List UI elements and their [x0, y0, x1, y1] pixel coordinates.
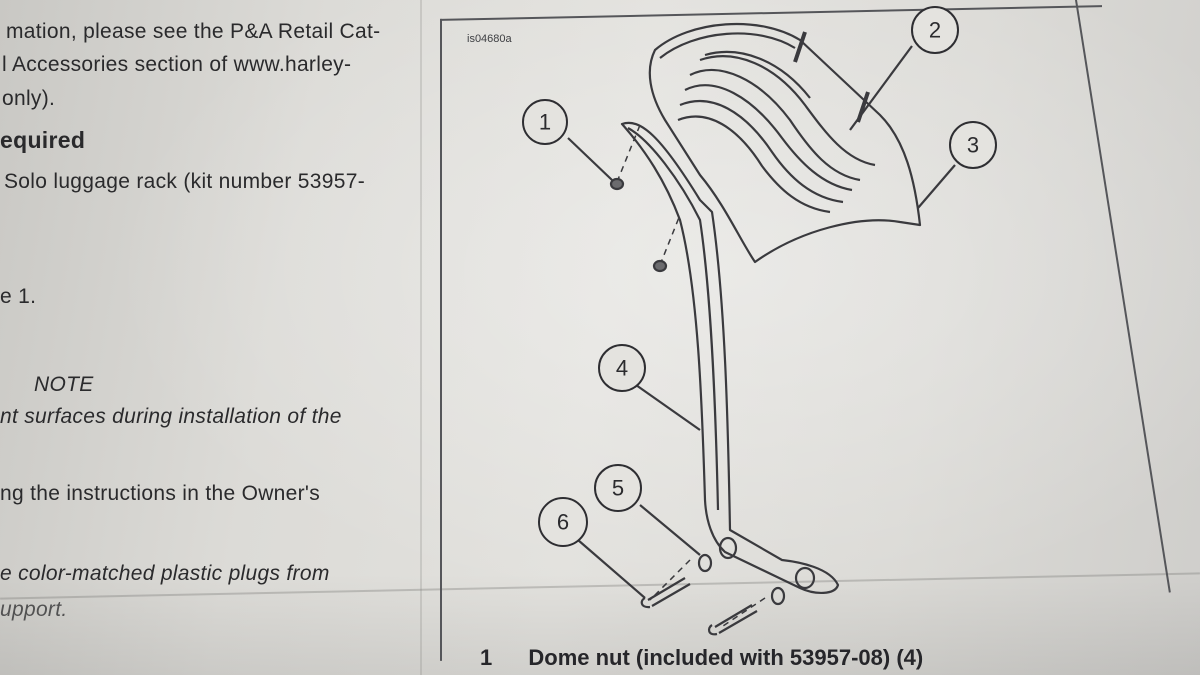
- callout-number: 1: [539, 110, 551, 135]
- callout-number: 5: [612, 476, 624, 501]
- washer: [770, 586, 786, 606]
- luggage-rack-plate: [648, 22, 922, 264]
- callout-4: [598, 344, 646, 392]
- screw: [793, 31, 807, 63]
- callout-2: [911, 6, 959, 54]
- callout-number: 3: [967, 133, 979, 158]
- bushing: [718, 536, 738, 560]
- dome-nut: [652, 259, 668, 273]
- dome-nut: [609, 177, 625, 191]
- bolt: [707, 604, 758, 636]
- text-line: mation, please see the P&A Retail Cat-: [6, 20, 381, 43]
- figure-id: is04680a: [467, 33, 512, 45]
- callout-5: [594, 464, 642, 512]
- legend-item: 1 Dome nut (included with 53957-08) (4): [480, 645, 923, 671]
- rack-slot: [689, 68, 861, 182]
- legend-text: Dome nut (included with 53957-08) (4): [528, 645, 924, 670]
- instruction-text-column: mation, please see the P&A Retail Cat- l…: [0, 0, 420, 675]
- text-line: e color-matched plastic plugs from: [0, 562, 330, 585]
- text-line: l Accessories section of www.harley-: [2, 53, 352, 76]
- callout-number: 6: [557, 510, 569, 535]
- callout-6: [538, 497, 588, 547]
- washer: [697, 553, 713, 573]
- text-line: ng the instructions in the Owner's: [0, 482, 321, 505]
- legend-number: 1: [480, 645, 493, 670]
- text-line: nt surfaces during installation of the: [0, 405, 342, 428]
- callout-number: 4: [616, 356, 628, 381]
- text-line: only).: [2, 87, 56, 110]
- note-heading: NOTE: [34, 373, 94, 396]
- bolt: [640, 577, 691, 609]
- rack-slot: [679, 100, 844, 204]
- callout-3: [949, 121, 997, 169]
- bushing: [794, 566, 816, 590]
- section-heading: equired: [0, 127, 86, 153]
- text-line: e 1.: [0, 285, 37, 308]
- rack-slot: [699, 55, 876, 167]
- text-line: Solo luggage rack (kit number 53957-: [4, 170, 366, 193]
- sissy-bar-upright: [620, 121, 840, 594]
- callout-1: [522, 99, 568, 145]
- callout-number: 2: [929, 18, 941, 43]
- text-line: upport.: [0, 598, 68, 621]
